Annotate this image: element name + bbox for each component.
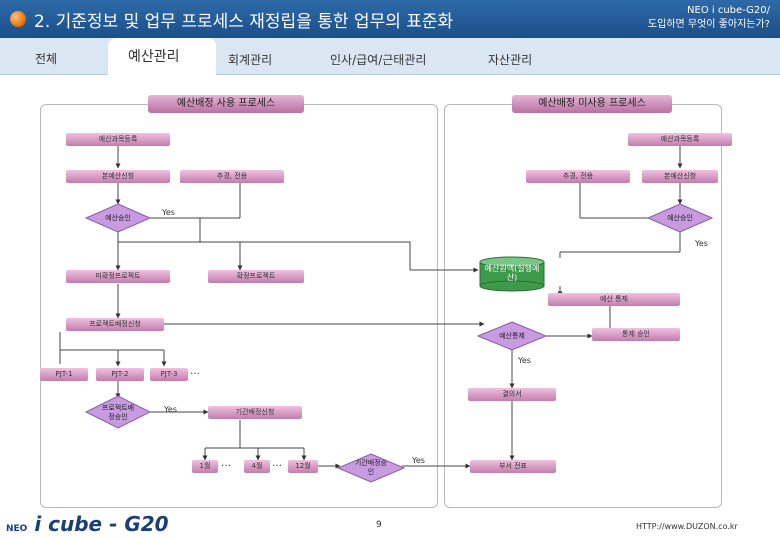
tab-active-background	[108, 38, 216, 76]
page-number: 9	[376, 520, 382, 530]
header-bar	[0, 0, 780, 38]
month-1: 1월	[192, 460, 218, 473]
budget-check-label: 예산통제	[499, 331, 525, 340]
proj-approval-diamond	[84, 395, 152, 429]
footer-url[interactable]: HTTP://www.DUZON.co.kr	[636, 522, 738, 531]
pjt-3: PJT-3	[150, 368, 188, 381]
left-panel-title: 예산배정 사용 프로세스	[148, 95, 304, 113]
yes-label-4: Yes	[164, 405, 177, 414]
yes-label-2: Yes	[695, 239, 708, 248]
month-12: 12월	[288, 460, 318, 473]
right-approval-diamond	[646, 203, 714, 233]
brand-line-2: 도입하면 무엇이 좋아지는가?	[647, 19, 770, 30]
left-budget-request: 본예산신청	[66, 170, 170, 183]
tab-assets[interactable]: 자산관리	[488, 53, 533, 67]
project-allocation-request: 프로젝트배정신청	[66, 318, 164, 331]
budget-check-diamond	[476, 321, 548, 351]
yes-label-5: Yes	[412, 456, 425, 465]
unconfirmed-project: 미확정프로젝트	[66, 270, 170, 283]
pjt-1: PJT-1	[40, 368, 88, 381]
brand-line-1: NEO i cube-G20/	[687, 5, 770, 16]
resolution-document: 결의서	[468, 388, 556, 401]
page-title: 2. 기준정보 및 업무 프로세스 재정립을 통한 업무의 표준화	[34, 12, 454, 32]
left-account-register: 예산과목등록	[66, 133, 170, 146]
right-panel-title: 예산배정 미사용 프로세스	[512, 95, 672, 113]
proj-approval-label: 프로젝트배정승인	[101, 404, 135, 421]
footer-logo-prefix: NEO	[6, 524, 28, 534]
tab-hr[interactable]: 인사/급여/근태관리	[330, 53, 427, 67]
department-slip: 부서 전표	[470, 460, 556, 473]
tab-all[interactable]: 전체	[35, 52, 58, 66]
budget-control: 예산 통제	[548, 293, 680, 306]
budget-database-icon	[479, 256, 545, 292]
yes-label-3: Yes	[518, 356, 531, 365]
month-ellipsis-2: …	[272, 458, 282, 469]
pjt-2: PJT-2	[96, 368, 144, 381]
month-ellipsis-1: …	[221, 458, 231, 469]
period-allocation-request: 기간배정신청	[208, 406, 302, 419]
control-approval: 통제 승인	[592, 328, 680, 341]
yes-label-1: Yes	[162, 208, 175, 217]
footer-logo-main: i cube - G20	[34, 512, 169, 536]
month-4: 4월	[244, 460, 270, 473]
left-approval-diamond	[84, 203, 152, 233]
confirmed-project: 확정프로젝트	[208, 270, 304, 283]
right-account-register: 예산과목등록	[628, 133, 732, 146]
left-approval-label: 예산승인	[105, 213, 131, 222]
footer-logo: NEO i cube - G20	[6, 512, 169, 536]
right-budget-request: 본예산신청	[642, 170, 718, 183]
period-approval-label: 기간배정승인	[354, 459, 388, 476]
bullet-dot-icon	[10, 11, 26, 27]
brand-tagline: NEO i cube-G20/ 도입하면 무엇이 좋아지는가?	[648, 4, 770, 32]
right-approval-label: 예산승인	[667, 213, 693, 222]
budget-database-label: 예산원액(실행예산)	[484, 264, 540, 282]
pjt-ellipsis: …	[190, 366, 200, 377]
left-supplementary: 추경, 전용	[180, 170, 284, 183]
right-supplementary: 추경, 전용	[526, 170, 630, 183]
period-approval-diamond	[336, 453, 406, 483]
tab-accounting[interactable]: 회계관리	[228, 53, 273, 67]
tab-budget[interactable]: 예산관리	[128, 49, 180, 65]
